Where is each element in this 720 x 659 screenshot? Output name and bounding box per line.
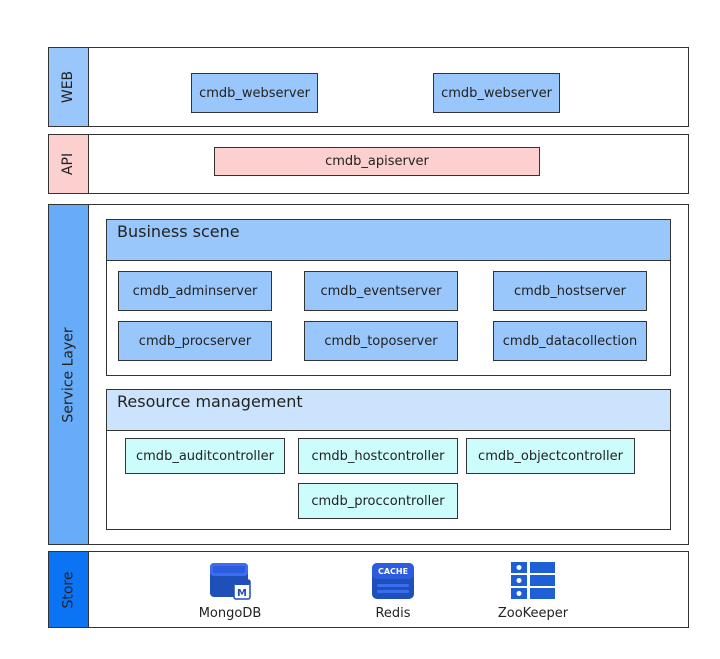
api-component[interactable]: cmdb_apiserver <box>214 147 540 176</box>
cache-icon: CACHE <box>371 562 415 600</box>
mongodb-badge: M <box>237 588 247 599</box>
business-service[interactable]: cmdb_hostserver <box>493 271 647 311</box>
business-service[interactable]: cmdb_eventserver <box>304 271 458 311</box>
store-item-label: MongoDB <box>198 606 262 621</box>
resource-management-title: Resource management <box>106 389 671 431</box>
web-layer-title: WEB <box>60 70 77 104</box>
store-item-label: ZooKeeper <box>497 606 569 621</box>
resource-controller[interactable]: cmdb_proccontroller <box>298 483 458 519</box>
service-layer-label: Service Layer <box>48 204 89 545</box>
mongodb-icon: M <box>209 562 251 600</box>
business-service[interactable]: cmdb_procserver <box>118 321 272 361</box>
web-layer <box>48 47 689 127</box>
business-service[interactable]: cmdb_toposerver <box>304 321 458 361</box>
store-layer-label: Store <box>48 551 89 628</box>
business-service[interactable]: cmdb_datacollection <box>493 321 647 361</box>
store-layer <box>48 551 689 628</box>
web-layer-label: WEB <box>48 47 89 127</box>
zookeeper-icon <box>510 561 556 601</box>
web-component[interactable]: cmdb_webserver <box>191 73 318 113</box>
resource-controller[interactable]: cmdb_auditcontroller <box>125 438 285 474</box>
api-layer-label: API <box>48 134 89 194</box>
business-scene-title: Business scene <box>106 219 671 261</box>
store-layer-title: Store <box>60 570 77 609</box>
store-item-label: Redis <box>375 606 411 621</box>
resource-controller[interactable]: cmdb_hostcontroller <box>298 438 458 474</box>
resource-controller[interactable]: cmdb_objectcontroller <box>466 438 635 474</box>
cache-badge: CACHE <box>378 567 408 576</box>
service-layer-title: Service Layer <box>60 326 77 423</box>
api-layer-title: API <box>60 152 77 176</box>
web-component[interactable]: cmdb_webserver <box>433 73 560 113</box>
business-service[interactable]: cmdb_adminserver <box>118 271 272 311</box>
